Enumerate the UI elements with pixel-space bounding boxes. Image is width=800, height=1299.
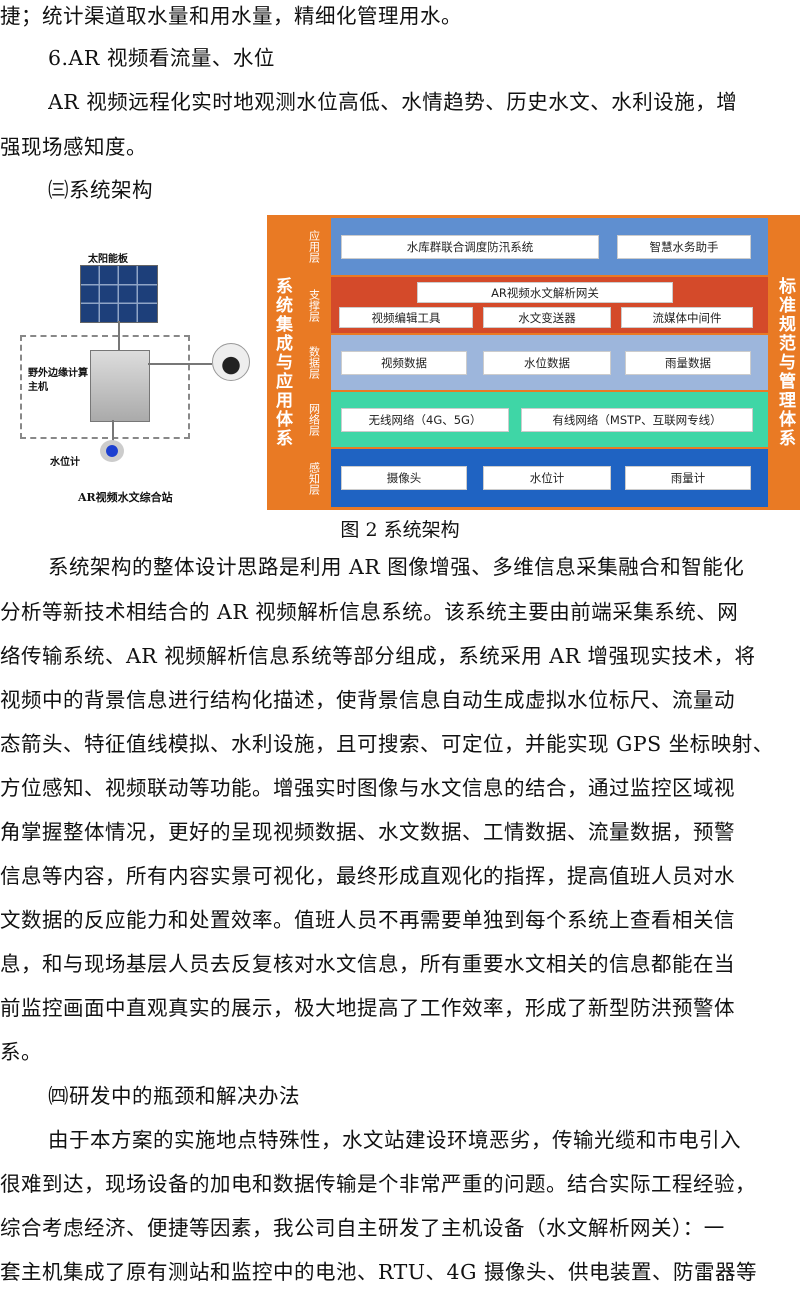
layer-application: 应用层 水库群联合调度防汛系统 智慧水务助手 [299, 218, 768, 275]
layer-name-text: 网络层 [307, 403, 321, 436]
paragraph-line: 文数据的反应能力和处置效率。值班人员不再需要单独到每个系统上查看相关信 [0, 908, 735, 932]
solar-panel-label: 太阳能板 [88, 254, 128, 265]
paragraph-line: 套主机集成了原有测站和监控中的电池、RTU、4G 摄像头、供电装置、防雷器等 [0, 1260, 757, 1284]
layer-perception: 感知层 摄像头 水位计 雨量计 [299, 449, 768, 507]
paragraph-line: 视频中的背景信息进行结构化描述，使背景信息自动生成虚拟水位标尺、流量动 [0, 688, 735, 712]
edge-host-frame [20, 335, 190, 439]
module-box: 雨量计 [625, 466, 751, 490]
module-box: 视频编辑工具 [339, 307, 473, 328]
paragraph-line: 络传输系统、AR 视频解析信息系统等部分组成，系统采用 AR 增强现实技术，将 [0, 644, 756, 668]
paragraph-line: 很难到达，现场设备的加电和数据传输是个非常严重的问题。结合实际工程经验， [0, 1172, 756, 1196]
layer-body: 视频数据 水位数据 雨量数据 [331, 335, 768, 390]
architecture-diagram: 系统集成与应用体系 标准规范与管理体系 应用层 水库群联合调度防汛系统 智慧水务… [267, 215, 800, 510]
layer-name-text: 支撑层 [307, 288, 321, 322]
module-box: 摄像头 [341, 466, 467, 490]
host-label-line: 野外边缘计算 [28, 368, 88, 379]
right-system-title: 标准规范与管理体系 [770, 215, 800, 510]
section-heading: ㈣研发中的瓶颈和解决办法 [48, 1084, 300, 1108]
layer-network: 网络层 无线网络（4G、5G） 有线网络（MSTP、互联网专线） [299, 392, 768, 447]
paragraph-line: 系。 [0, 1040, 42, 1064]
module-box: 无线网络（4G、5G） [341, 408, 509, 432]
paragraph-line: 信息等内容，所有内容实景可视化，最终形成直观化的指挥，提高值班人员对水 [0, 864, 735, 888]
module-box: 有线网络（MSTP、互联网专线） [521, 408, 753, 432]
right-system-title-text: 标准规范与管理体系 [775, 277, 795, 448]
paragraph-line: 分析等新技术相结合的 AR 视频解析信息系统。该系统主要由前端采集系统、网 [0, 600, 739, 624]
layer-name: 应用层 [299, 218, 329, 275]
module-box: 智慧水务助手 [617, 235, 751, 259]
section-heading: 6.AR 视频看流量、水位 [48, 46, 275, 70]
layer-support: 支撑层 AR视频水文解析网关 视频编辑工具 水文变送器 流媒体中间件 [299, 277, 768, 333]
layer-name: 网络层 [299, 392, 329, 447]
paragraph-line: 前监控画面中直观真实的展示，极大地提高了工作效率，形成了新型防洪预警体 [0, 996, 735, 1020]
camera-icon [212, 343, 250, 381]
paragraph-line: 由于本方案的实施地点特殊性，水文站建设环境恶劣，传输光缆和市电引入 [48, 1128, 741, 1152]
layer-body: 摄像头 水位计 雨量计 [331, 449, 768, 507]
paragraph-line: 捷；统计渠道取水量和用水量，精细化管理用水。 [0, 4, 462, 28]
host-label: 野外边缘计算 主机 [28, 367, 88, 395]
paragraph-line: 系统架构的整体设计思路是利用 AR 图像增强、多维信息采集融合和智能化 [48, 555, 745, 579]
layer-name-text: 感知层 [307, 461, 321, 495]
section-heading: ㈢系统架构 [48, 178, 153, 202]
module-box: AR视频水文解析网关 [417, 282, 673, 303]
paragraph-line: 角掌握整体情况，更好的呈现视频数据、水文数据、工情数据、流量数据，预警 [0, 820, 735, 844]
module-box: 流媒体中间件 [621, 307, 753, 328]
layer-name: 支撑层 [299, 277, 329, 333]
paragraph-line: 综合考虑经济、便捷等因素，我公司自主研发了主机设备（水文解析网关）：一 [0, 1216, 725, 1240]
paragraph-line: 态箭头、特征值线模拟、水利设施，且可搜索、可定位，并能实现 GPS 坐标映射、 [0, 732, 774, 756]
module-box: 雨量数据 [625, 351, 751, 375]
layer-body: 水库群联合调度防汛系统 智慧水务助手 [331, 218, 768, 275]
figure-caption: 图 2 系统架构 [340, 519, 460, 541]
host-label-line: 主机 [28, 382, 48, 393]
paragraph-line: 方位感知、视频联动等功能。增强实时图像与水文信息的结合，通过监控区域视 [0, 776, 735, 800]
station-figure: 太阳能板 野外边缘计算 主机 水位计 AR视频水文综合站 [0, 215, 262, 510]
host-box-icon [90, 350, 150, 422]
layer-body: 无线网络（4G、5G） 有线网络（MSTP、互联网专线） [331, 392, 768, 447]
module-box: 水文变送器 [483, 307, 611, 328]
layer-name-text: 应用层 [307, 230, 321, 263]
water-meter-icon [100, 440, 124, 462]
layer-data: 数据层 视频数据 水位数据 雨量数据 [299, 335, 768, 390]
layer-name-text: 数据层 [307, 346, 321, 379]
left-system-title-text: 系统集成与应用体系 [272, 277, 292, 448]
layer-body: AR视频水文解析网关 视频编辑工具 水文变送器 流媒体中间件 [331, 277, 768, 333]
paragraph-line: AR 视频远程化实时地观测水位高低、水情趋势、历史水文、水利设施，增 [48, 90, 738, 114]
layer-name: 感知层 [299, 449, 329, 507]
paragraph-line: 强现场感知度。 [0, 135, 147, 159]
connector-line [112, 420, 114, 442]
layer-name: 数据层 [299, 335, 329, 390]
module-box: 水库群联合调度防汛系统 [341, 235, 599, 259]
module-box: 水位数据 [483, 351, 611, 375]
station-title: AR视频水文综合站 [78, 491, 173, 504]
connector-line [148, 363, 212, 365]
left-system-title: 系统集成与应用体系 [267, 215, 297, 510]
paragraph-line: 息，和与现场基层人员去反复核对水文信息，所有重要水文相关的信息都能在当 [0, 952, 735, 976]
module-box: 视频数据 [341, 351, 467, 375]
solar-panel-icon [80, 265, 158, 323]
meter-label: 水位计 [50, 457, 80, 468]
module-box: 水位计 [483, 466, 611, 490]
